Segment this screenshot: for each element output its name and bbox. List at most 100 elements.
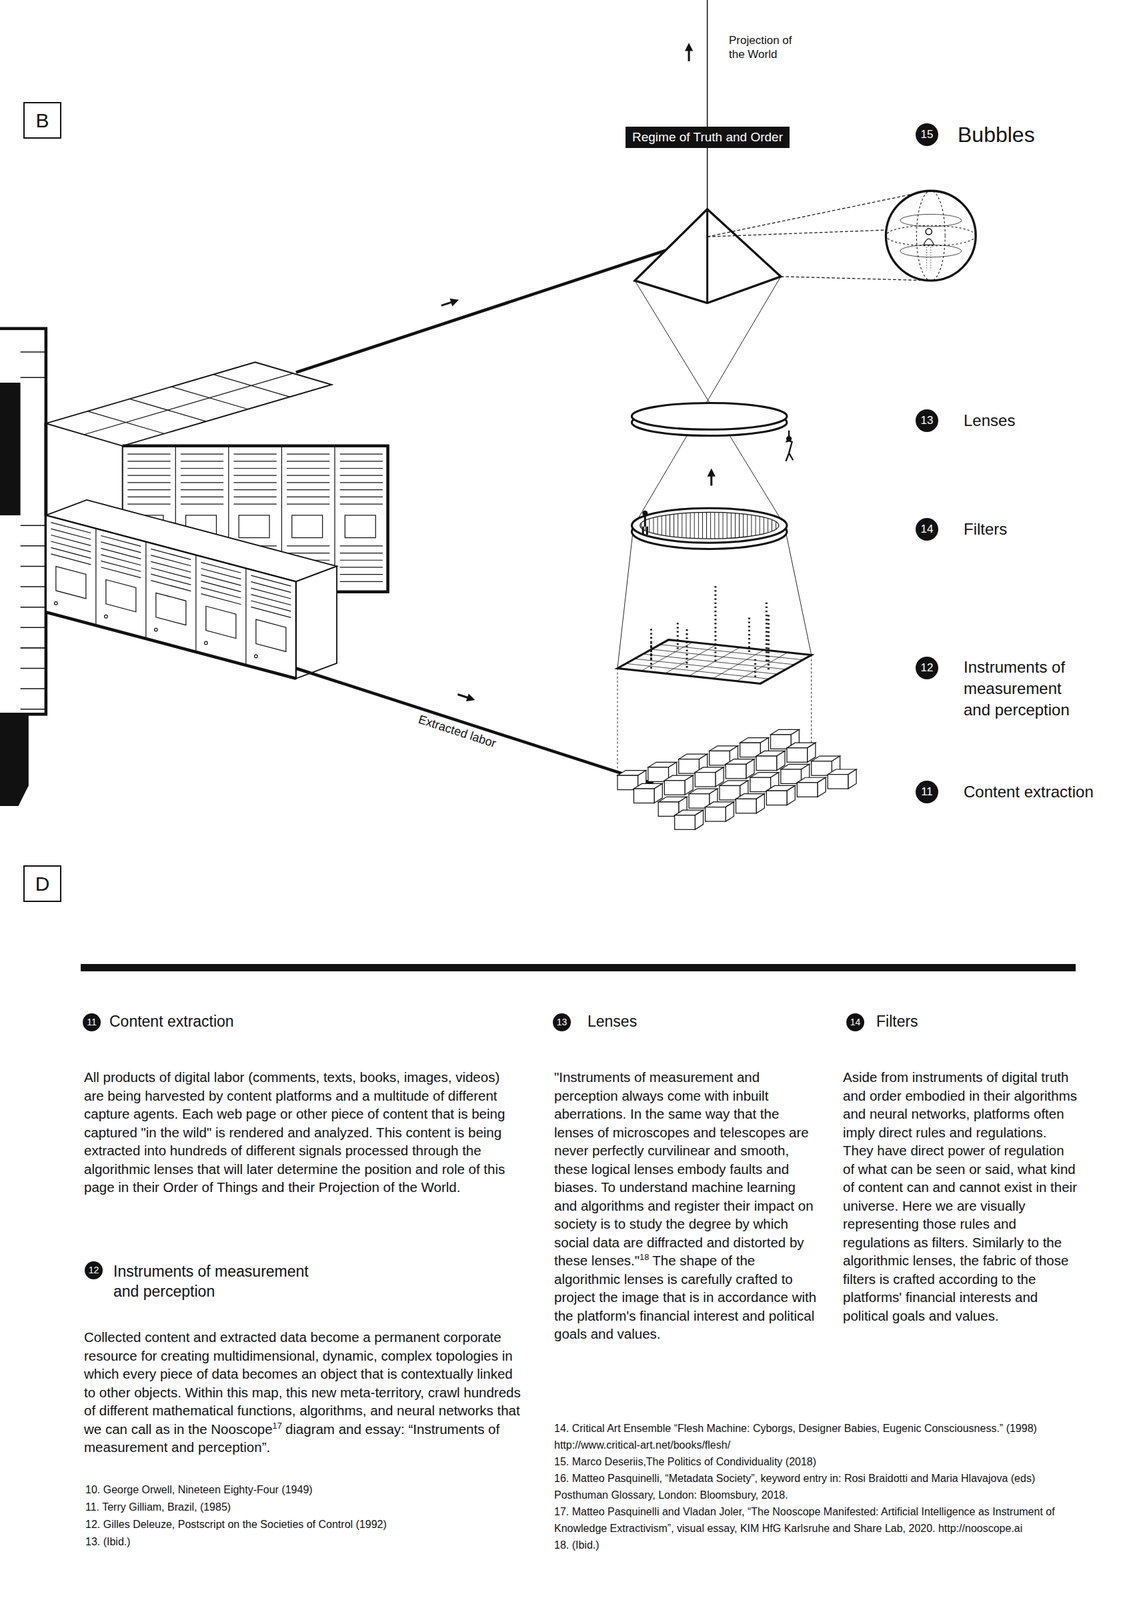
content-folders-part-part	[688, 794, 710, 809]
data-center-part-part	[340, 566, 383, 568]
data-center-part-part	[340, 545, 383, 547]
data-center-part-part	[286, 489, 330, 491]
bubble-sphere-part	[916, 190, 945, 281]
data-center-part	[20, 708, 47, 711]
content-folders-part-part	[766, 790, 787, 805]
data-center-part-part	[340, 574, 383, 575]
data-center-part-part	[233, 482, 277, 483]
data-center-part-part	[204, 641, 209, 645]
axis-label: Projection of the World	[728, 33, 803, 62]
content-folders-part	[664, 775, 693, 795]
measurement-grid-part	[685, 626, 688, 668]
data-center-part-part	[154, 628, 159, 632]
footnote-list: 14. Critical Art Ensemble “Flesh Machine…	[554, 1420, 1081, 1554]
content-folders-part-part	[796, 782, 818, 797]
data-center-part-part	[50, 541, 91, 553]
projection-rays	[617, 276, 812, 776]
content-folders-part-part	[725, 764, 747, 779]
data-center-part-part	[250, 594, 291, 606]
data-center-part	[0, 382, 21, 516]
callout-heading: Lenses	[963, 411, 1015, 431]
callout-number: 14Filters	[915, 518, 1007, 541]
content-folders-part	[633, 783, 663, 803]
callout-number-text: 13	[915, 409, 939, 433]
data-center-part-part	[340, 475, 383, 477]
data-center-part	[46, 362, 333, 447]
up-arrow	[707, 468, 716, 486]
data-center-part-part	[195, 555, 197, 653]
content-folders-part-part	[756, 794, 765, 814]
projection-rays-part	[617, 532, 633, 669]
callout-heading: Lenses	[587, 1012, 637, 1032]
data-center-part-part	[56, 566, 87, 599]
measurement-grid-part	[676, 620, 679, 649]
data-center-part-part	[180, 503, 224, 505]
data-center-part-part	[233, 475, 277, 477]
pyramid-prism-part	[706, 209, 709, 304]
data-center-part-part	[286, 482, 330, 483]
content-folders-part	[756, 750, 785, 771]
data-center-part-part	[145, 542, 147, 639]
data-center-part-part	[200, 574, 241, 586]
content-folders-part-part	[664, 780, 685, 795]
data-center-part-part	[50, 528, 91, 540]
pyramid-prism	[634, 209, 781, 304]
projection-rays-part	[616, 668, 618, 776]
divider-rule	[80, 964, 1076, 972]
data-center-part	[20, 351, 47, 353]
content-folders-part-part	[786, 785, 795, 805]
direction-arrow	[456, 690, 477, 705]
callout-number: 12Instruments of measurement and percept…	[915, 656, 1091, 721]
data-center-part-part	[180, 453, 224, 455]
data-center-part-part	[180, 468, 224, 469]
data-center-part-part	[340, 453, 383, 455]
data-center-part-part	[286, 475, 330, 477]
callout-number-text: 14	[846, 1013, 865, 1032]
label-text: Aside from instruments of digital truth …	[842, 1069, 1077, 1324]
band-text: Regime of Truth and Order	[632, 130, 783, 145]
data-center-part-part	[150, 561, 191, 573]
data-center-part-part	[250, 582, 291, 593]
data-center-part-part	[250, 575, 291, 587]
up-arrow-part	[684, 42, 693, 51]
content-folders-part	[827, 769, 857, 789]
flow-line	[296, 668, 654, 784]
data-center-part-part	[340, 581, 383, 583]
up-arrow-part	[710, 475, 713, 486]
data-center-part-part	[200, 562, 241, 573]
measurement-grid-part	[765, 600, 768, 662]
content-folders-part-part	[780, 769, 802, 784]
data-center-part	[20, 626, 47, 629]
data-center-part-part	[156, 592, 187, 625]
section-letter: D	[23, 865, 62, 903]
data-center-part-part	[286, 453, 330, 455]
data-center-part-part	[127, 503, 171, 505]
direction-arrow-part	[449, 296, 460, 307]
content-folders-part-part	[817, 777, 826, 797]
data-center-part-part	[100, 548, 141, 559]
data-center-part	[20, 606, 47, 609]
title-band: Regime of Truth and Order	[625, 126, 790, 149]
data-center-part-part	[233, 503, 277, 505]
content-folders-part-part	[848, 769, 857, 789]
data-center-part-part	[200, 594, 241, 605]
footnote: 15. Marco Deseriis,The Politics of Condi…	[554, 1453, 1081, 1471]
callout-number: 13 Lenses	[915, 409, 1015, 433]
data-center-part	[0, 328, 47, 715]
data-center-part-part	[340, 468, 383, 469]
data-center-part-part	[200, 587, 241, 599]
lens-disc-part	[631, 403, 787, 431]
data-center-part	[44, 423, 49, 516]
data-center-part-part	[250, 606, 291, 618]
content-folders-part-part	[694, 810, 703, 830]
data-center-part	[20, 377, 47, 379]
data-center-part-part	[127, 496, 171, 498]
body-text: "Instruments of measurement and percepti…	[554, 1068, 818, 1344]
data-center-part	[20, 668, 47, 670]
data-center-part	[20, 647, 47, 649]
data-center-part-part	[104, 614, 109, 619]
content-folders-part-part	[827, 774, 849, 789]
callout-number-text: 12	[915, 656, 939, 680]
data-center-part-part	[233, 496, 277, 498]
callout-number: 11Content extraction	[915, 780, 1094, 804]
